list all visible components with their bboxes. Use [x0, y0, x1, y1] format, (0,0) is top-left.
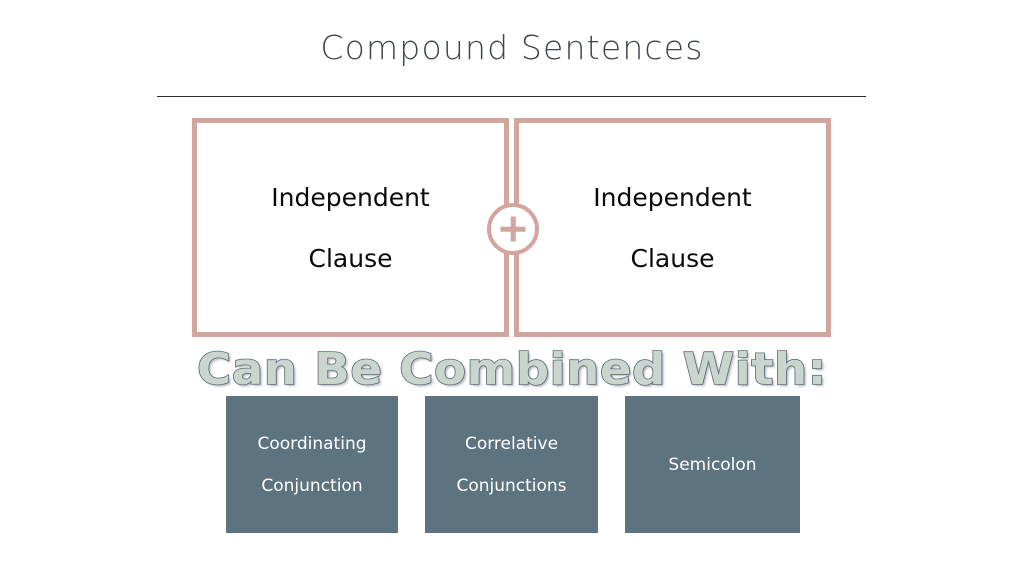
option-label-1-line2: Conjunction — [261, 475, 363, 496]
option-label-3: Semicolon — [625, 444, 800, 486]
plus-icon-vertical-bar — [510, 216, 516, 242]
plus-icon — [487, 203, 539, 255]
page-title: Compound Sentences — [320, 28, 704, 67]
option-label-1: Coordinating Conjunction — [226, 423, 398, 507]
clause-label-left: Independent Clause — [197, 167, 504, 289]
option-box-coordinating-conjunction: Coordinating Conjunction — [226, 396, 398, 533]
clause-label-right-line1: Independent — [593, 182, 752, 212]
option-box-semicolon: Semicolon — [625, 396, 800, 533]
option-label-2-line1: Correlative — [464, 433, 559, 454]
independent-clause-box-left: Independent Clause — [192, 118, 509, 337]
option-label-3-line1: Semicolon — [668, 454, 757, 475]
clause-label-right: Independent Clause — [519, 167, 826, 289]
option-label-1-line1: Coordinating — [257, 433, 367, 454]
option-label-2-line2: Conjunctions — [456, 475, 567, 496]
option-box-correlative-conjunctions: Correlative Conjunctions — [425, 396, 598, 533]
title-divider — [157, 96, 866, 97]
independent-clause-box-right: Independent Clause — [514, 118, 831, 337]
combined-with-heading: Can Be Combined With: — [196, 343, 827, 396]
clause-label-right-line2: Clause — [630, 243, 715, 273]
clause-label-left-line1: Independent — [271, 182, 430, 212]
clause-label-left-line2: Clause — [308, 243, 393, 273]
option-label-2: Correlative Conjunctions — [425, 423, 598, 507]
